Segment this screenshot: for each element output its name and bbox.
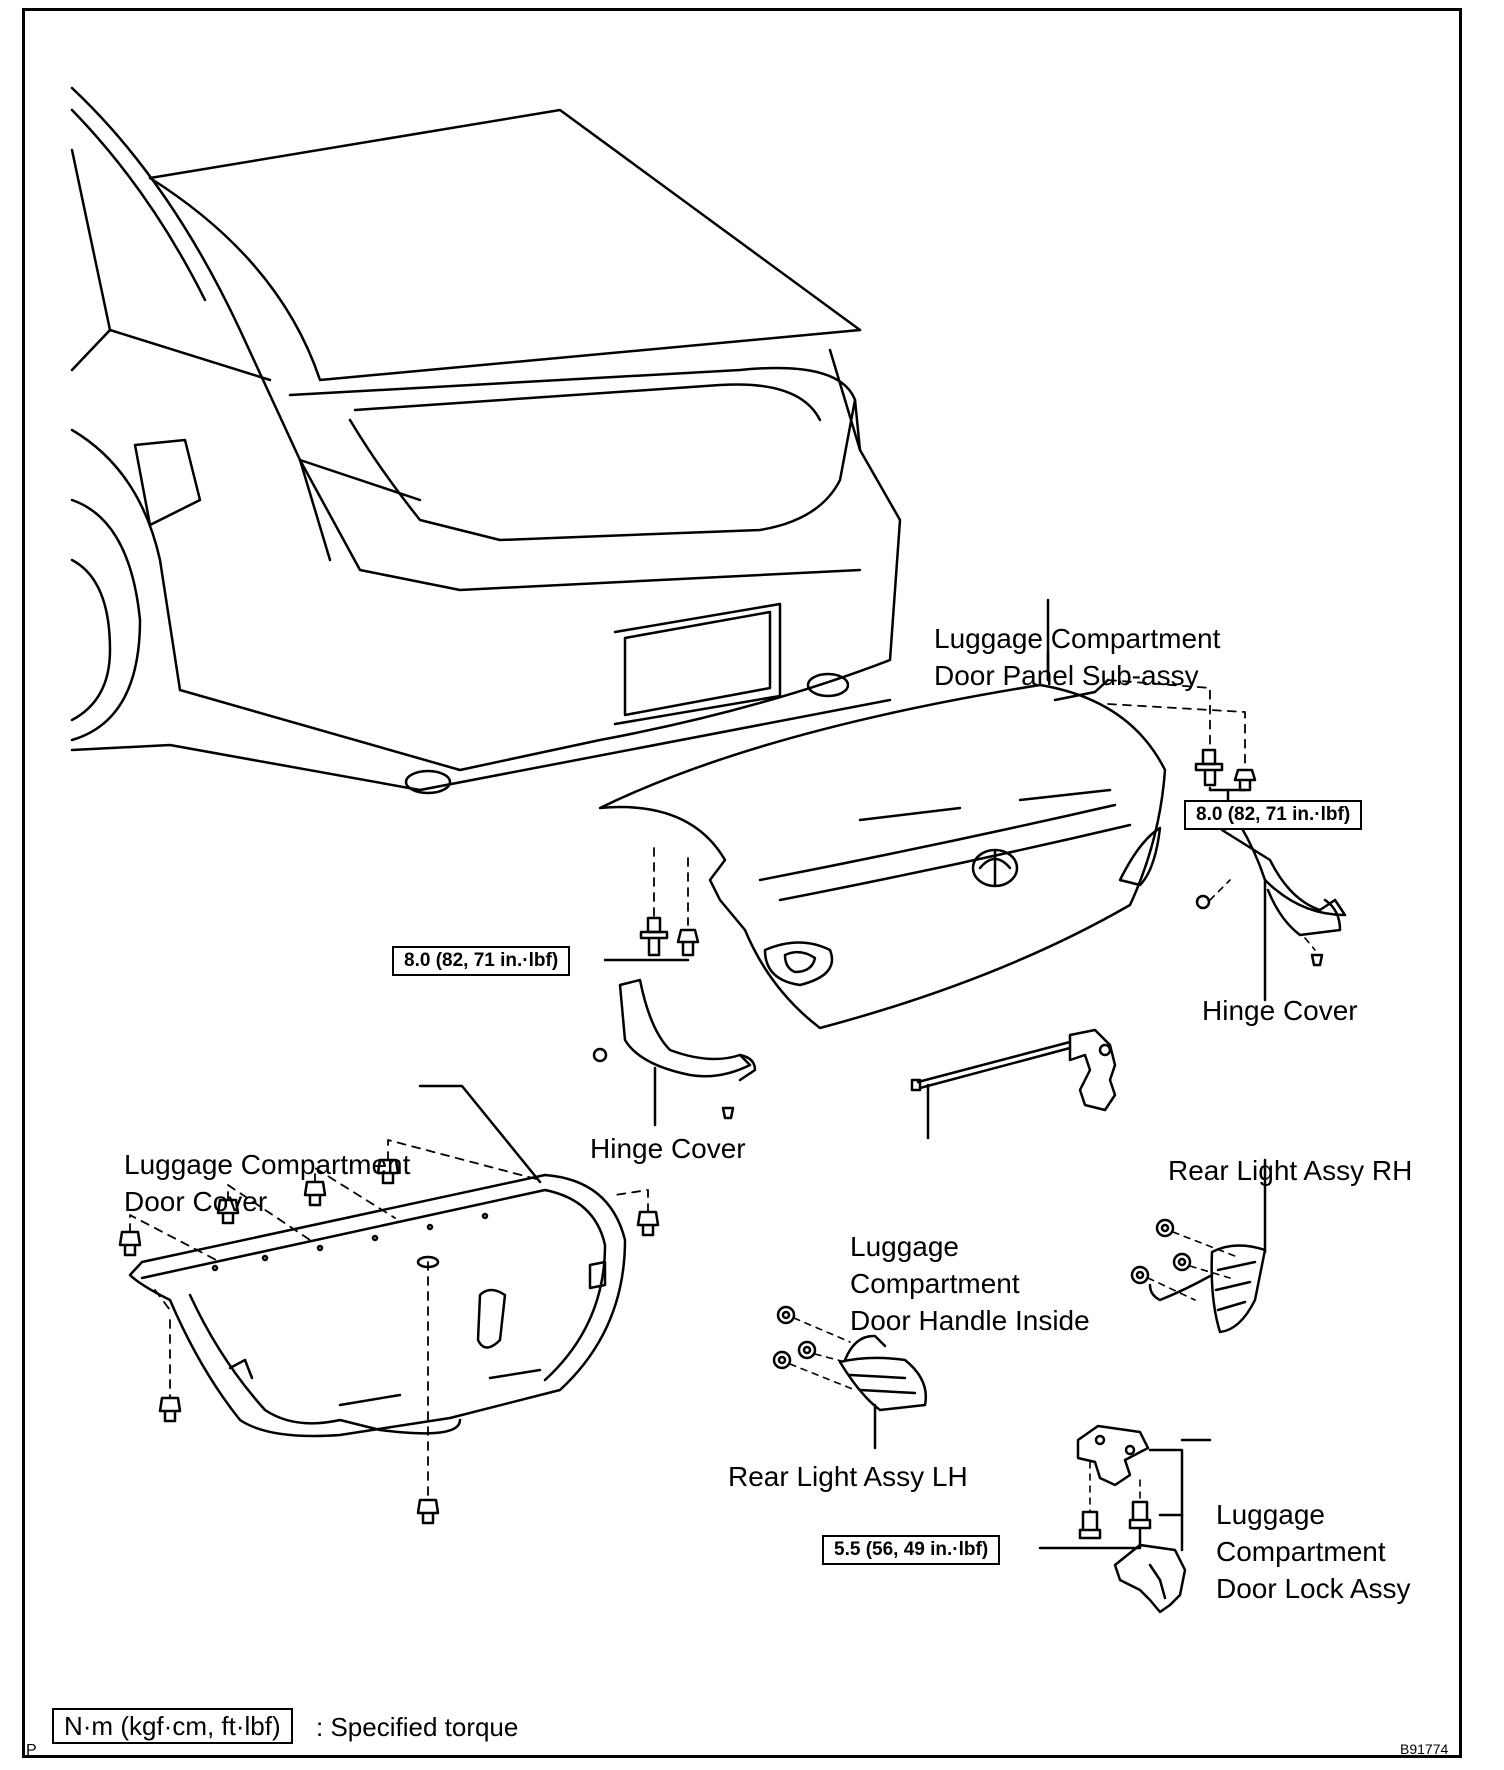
dashed-guides-left-hinge — [653, 847, 689, 926]
legend-description: : Specified torque — [316, 1712, 519, 1742]
corner-mark: P — [26, 1742, 37, 1759]
torque-box-lock: 5.5 (56, 49 in.·lbf) — [822, 1535, 1001, 1565]
door-panel-sub-assy-drawing — [598, 650, 1167, 1030]
hinge-cover-right-drawing — [1195, 823, 1347, 1002]
door-cover-drawing — [128, 1173, 627, 1438]
torque-box-hinge-left: 8.0 (82, 71 in.·lbf) — [392, 946, 571, 976]
clips-door-cover — [118, 1158, 660, 1525]
vehicle-body-drawing — [70, 86, 902, 795]
bolts-right-hinge — [1194, 748, 1257, 792]
door-lock-assy-drawing — [1076, 1424, 1212, 1614]
dashed-rear-light-lh — [789, 1317, 856, 1391]
figure-code: B91774 — [1400, 1741, 1449, 1757]
legend-unit-box: N·m (kgf·cm, ft·lbf) — [52, 1708, 293, 1744]
hinge-cover-left-drawing — [592, 978, 757, 1127]
dashed-guides-right-hinge — [1107, 679, 1246, 766]
torque-box-hinge-right: 8.0 (82, 71 in.·lbf) — [1184, 800, 1363, 830]
label-hinge-cover-left: Hinge Cover — [590, 1133, 746, 1164]
leader-door-cover — [418, 1084, 542, 1184]
dashed-hinge-right-screws — [1209, 879, 1316, 951]
diagram-frame — [22, 8, 1462, 1758]
dashed-guides-lock — [1089, 1461, 1141, 1513]
rear-light-lh-drawing — [772, 1305, 928, 1450]
rear-light-rh-drawing — [1130, 1158, 1267, 1334]
bolts-lock — [1038, 1500, 1152, 1550]
dashed-rear-light-rh — [1147, 1231, 1241, 1301]
door-handle-inside-drawing — [910, 1028, 1117, 1140]
label-rear-light-lh: Rear Light Assy LH — [728, 1461, 968, 1492]
label-hinge-cover-right: Hinge Cover — [1202, 995, 1358, 1026]
bolts-left-hinge — [603, 916, 700, 962]
dashed-guides-door-cover — [129, 1139, 649, 1501]
label-rear-light-rh: Rear Light Assy RH — [1168, 1155, 1413, 1186]
